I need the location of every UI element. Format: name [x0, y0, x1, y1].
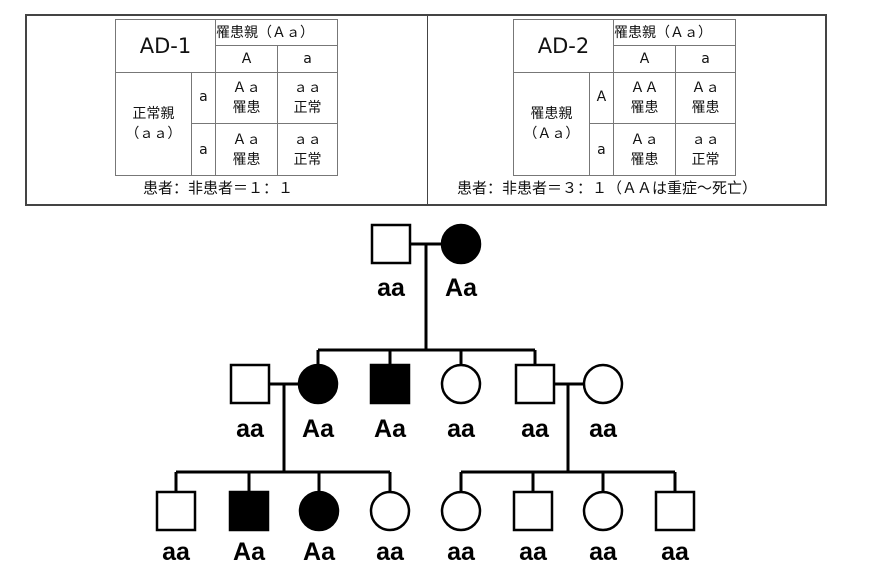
genotype-label: Aa	[233, 538, 266, 566]
col-allele: A	[215, 45, 278, 73]
col-allele: A	[613, 45, 676, 73]
row-parent-label: 罹患親	[530, 106, 573, 122]
table-title: AD-1	[115, 19, 216, 73]
unaffected-female-symbol	[369, 490, 411, 532]
row-allele: a	[190, 123, 217, 176]
unaffected-male-symbol	[514, 363, 556, 405]
col-allele: a	[277, 45, 338, 73]
genotype-label: Aa	[302, 415, 335, 443]
unaffected-male-symbol	[654, 490, 696, 532]
unaffected-male-symbol	[155, 490, 197, 532]
punnett-panel	[25, 14, 827, 206]
genotype-label: aa	[162, 538, 191, 566]
pedigree-lines	[174, 242, 677, 492]
genotype-label: aa	[519, 538, 548, 566]
row-allele: a	[190, 72, 217, 124]
genotype-label: Aa	[303, 538, 336, 566]
genotype-label: aa	[521, 415, 550, 443]
genotype-label: Aa	[374, 415, 407, 443]
unaffected-male-symbol	[370, 223, 412, 265]
affected-male-symbol	[228, 490, 270, 532]
row-allele: a	[588, 123, 615, 176]
unaffected-male-symbol	[229, 363, 271, 405]
affected-male-symbol	[369, 363, 411, 405]
genotype-label: aa	[589, 538, 618, 566]
row-parent-genotype: （Ａａ）	[523, 126, 580, 142]
affected-female-symbol	[440, 223, 482, 265]
affected-female-symbol	[298, 490, 340, 532]
panel-divider	[427, 16, 428, 204]
affected-female-symbol	[297, 363, 339, 405]
col-parent-header: 罹患親（Ａａ）	[613, 19, 736, 46]
genotype-label: Aa	[445, 274, 478, 302]
row-parent-header: 正常親 （ａａ）	[115, 72, 192, 176]
unaffected-male-symbol	[512, 490, 554, 532]
genotype-label: aa	[589, 415, 618, 443]
genotype-label: aa	[377, 274, 406, 302]
genotype-label: aa	[661, 538, 690, 566]
ratio-caption-ad1: 患者：非患者＝１：１	[143, 179, 294, 197]
col-parent-header: 罹患親（Ａａ）	[215, 19, 338, 46]
row-parent-header: 罹患親 （Ａａ）	[513, 72, 590, 176]
genotype-label: aa	[447, 538, 476, 566]
unaffected-female-symbol	[440, 490, 482, 532]
unaffected-female-symbol	[440, 363, 482, 405]
unaffected-female-symbol	[582, 490, 624, 532]
row-allele: A	[588, 72, 615, 124]
genotype-label: aa	[376, 538, 405, 566]
row-parent-label: 正常親	[132, 106, 175, 122]
unaffected-female-symbol	[582, 363, 624, 405]
genotype-label: aa	[236, 415, 265, 443]
row-parent-genotype: （ａａ）	[125, 126, 182, 142]
ratio-caption-ad2: 患者：非患者＝３：１（ＡＡは重症～死亡）	[457, 179, 758, 197]
genotype-label: aa	[447, 415, 476, 443]
table-title: AD-2	[513, 19, 614, 73]
